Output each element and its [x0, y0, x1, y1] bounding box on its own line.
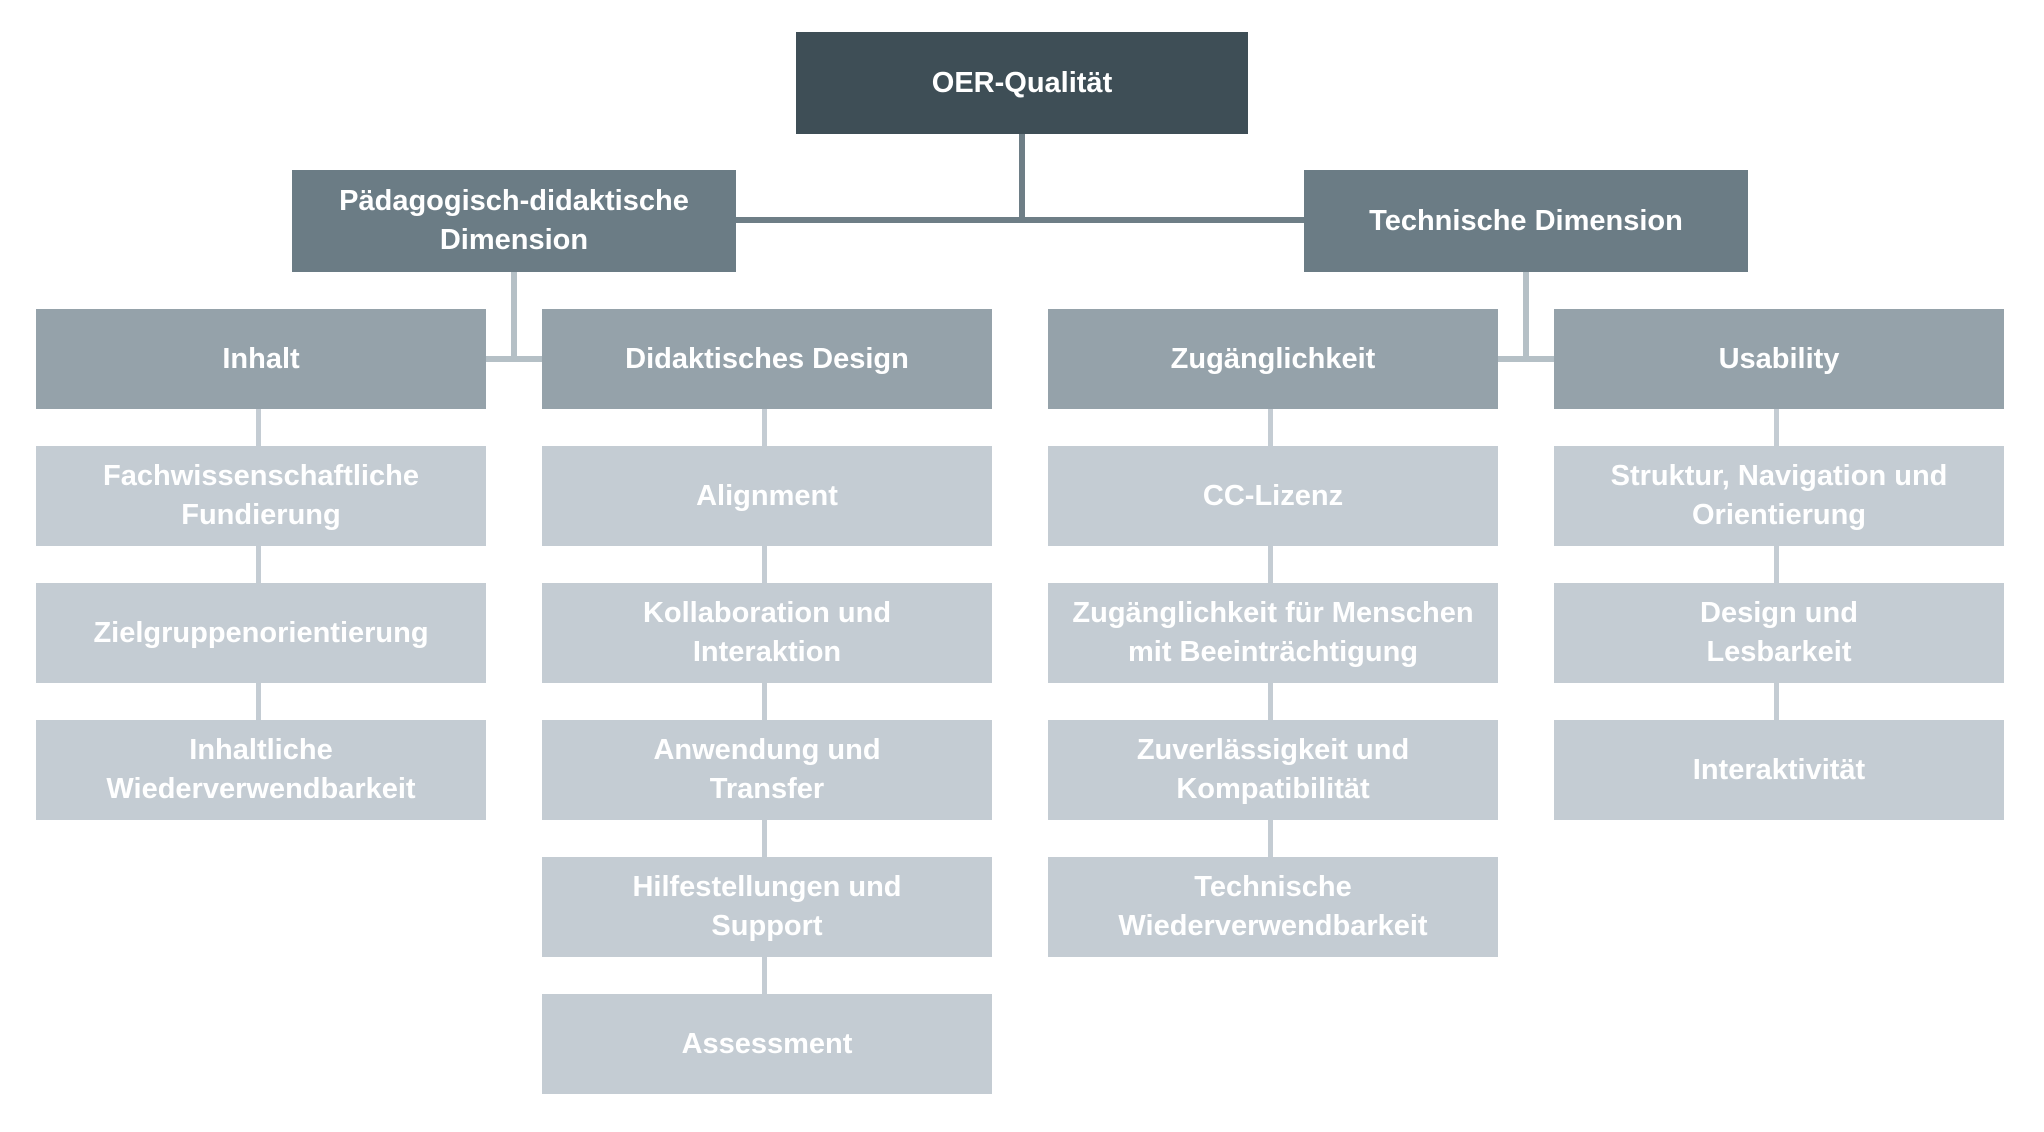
connector-col2-gap1	[762, 409, 767, 446]
connector-technisch-horizontal	[1498, 356, 1554, 362]
node-hilfestellungen-und-support: Hilfestellungen und Support	[542, 857, 992, 957]
node-usability: Usability	[1554, 309, 2004, 409]
connector-paedagogisch-vertical	[511, 272, 517, 361]
connector-col2-gap2	[762, 546, 767, 583]
connector-col3-gap1	[1268, 409, 1273, 446]
connector-col1-gap1	[256, 409, 261, 446]
connector-paedagogisch-horizontal	[486, 356, 542, 362]
connector-col4-gap2	[1774, 546, 1779, 583]
node-paedagogisch-didaktische-dimension: Pädagogisch-didaktische Dimension	[292, 170, 736, 272]
node-assessment: Assessment	[542, 994, 992, 1094]
connector-col4-gap3	[1774, 683, 1779, 720]
connector-col1-gap2	[256, 546, 261, 583]
node-kollaboration-und-interaktion: Kollaboration und Interaktion	[542, 583, 992, 683]
connector-col3-gap2	[1268, 546, 1273, 583]
connector-col2-gap3	[762, 683, 767, 720]
node-anwendung-und-transfer: Anwendung und Transfer	[542, 720, 992, 820]
node-inhalt: Inhalt	[36, 309, 486, 409]
node-interaktivitaet: Interaktivität	[1554, 720, 2004, 820]
node-zielgruppenorientierung: Zielgruppenorientierung	[36, 583, 486, 683]
connector-col3-gap3	[1268, 683, 1273, 720]
node-cc-lizenz: CC-Lizenz	[1048, 446, 1498, 546]
connector-col2-gap5	[762, 957, 767, 994]
node-alignment: Alignment	[542, 446, 992, 546]
node-struktur-navigation-und-orientierung: Struktur, Navigation und Orientierung	[1554, 446, 2004, 546]
connector-col1-gap3	[256, 683, 261, 720]
node-zugaenglichkeit-fuer-menschen-mit-beeintraechtigung: Zugänglichkeit für Menschen mit Beeinträ…	[1048, 583, 1498, 683]
node-zuverlaessigkeit-und-kompatibilitaet: Zuverlässigkeit und Kompatibilität	[1048, 720, 1498, 820]
node-inhaltliche-wiederverwendbarkeit: Inhaltliche Wiederverwendbarkeit	[36, 720, 486, 820]
connector-col3-gap4	[1268, 820, 1273, 857]
connector-col2-gap4	[762, 820, 767, 857]
node-design-und-lesbarkeit: Design und Lesbarkeit	[1554, 583, 2004, 683]
connector-col4-gap1	[1774, 409, 1779, 446]
node-didaktisches-design: Didaktisches Design	[542, 309, 992, 409]
node-technische-wiederverwendbarkeit: Technische Wiederverwendbarkeit	[1048, 857, 1498, 957]
node-zugaenglichkeit: Zugänglichkeit	[1048, 309, 1498, 409]
connector-dimensions-horizontal	[736, 217, 1304, 223]
node-fachwissenschaftliche-fundierung: Fachwissenschaftliche Fundierung	[36, 446, 486, 546]
connector-technisch-vertical	[1523, 272, 1529, 361]
connector-root-vertical	[1019, 134, 1025, 220]
node-oer-qualitaet: OER-Qualität	[796, 32, 1248, 134]
node-technische-dimension: Technische Dimension	[1304, 170, 1748, 272]
